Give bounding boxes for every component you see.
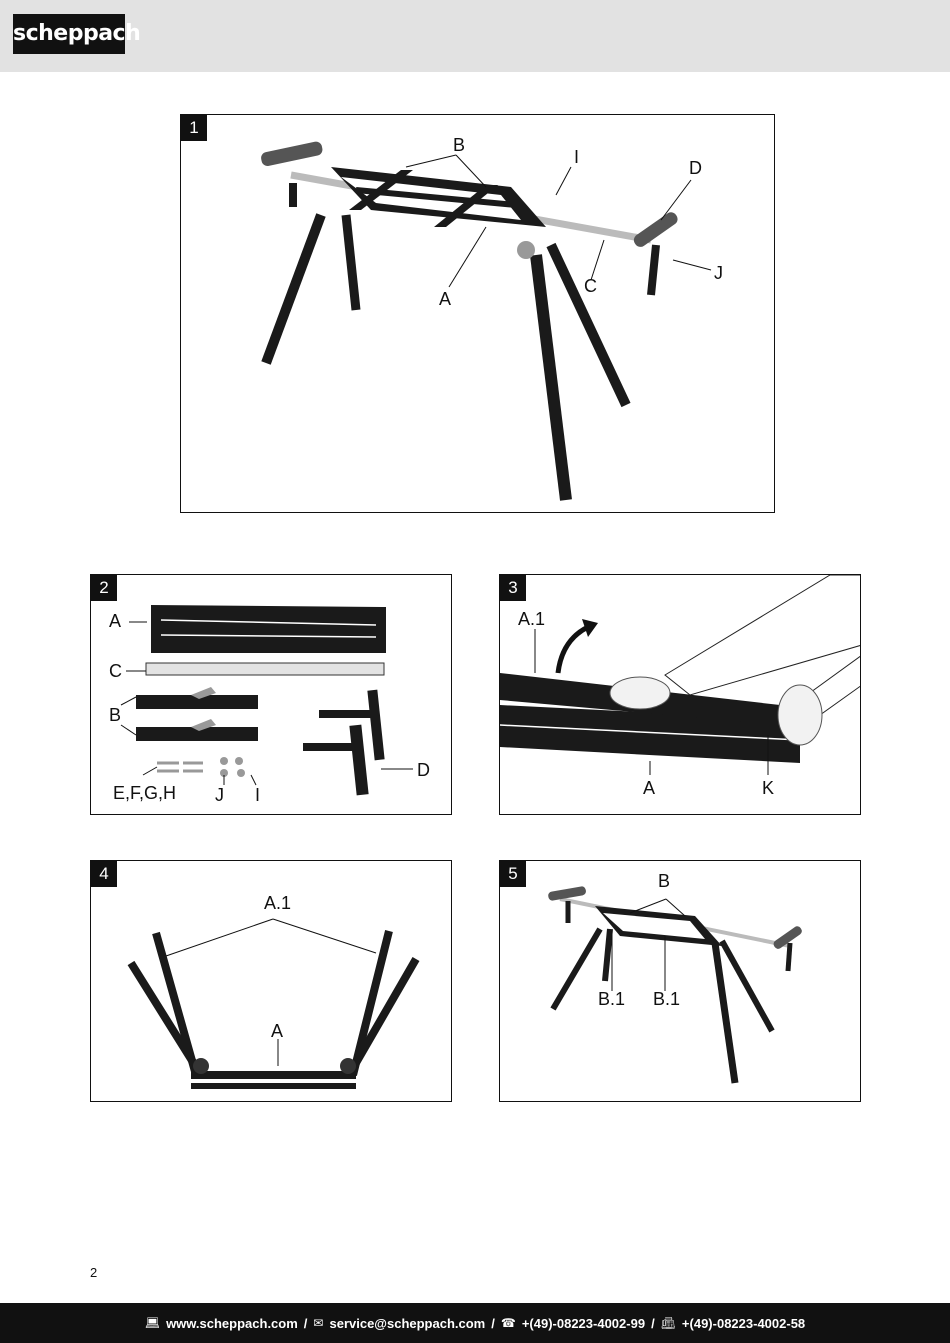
fax-icon: 📠︎	[660, 1316, 676, 1330]
unfolding-legs-illustration	[500, 575, 860, 775]
label-a: A	[271, 1021, 284, 1041]
label-j: J	[215, 785, 224, 805]
label-c: C	[109, 661, 122, 681]
label-a1: A.1	[264, 893, 292, 913]
label-d: D	[689, 158, 702, 178]
label-c: C	[584, 276, 597, 296]
label-b: B	[453, 135, 466, 155]
label-b1-right: B.1	[653, 989, 681, 1009]
figure-3: 3 A.1 A K	[499, 574, 861, 815]
label-i: I	[574, 147, 580, 167]
page-number: 2	[90, 1265, 98, 1280]
stand-assembled-illustration	[261, 141, 712, 501]
label-b: B	[109, 705, 122, 725]
footer-separator: /	[491, 1315, 495, 1331]
figure-number: 5	[500, 861, 526, 887]
footer-phone: +(49)-08223-4002-99	[521, 1315, 646, 1331]
brand-logo: scheppach	[13, 14, 141, 54]
figure-4: 4 A.1 A	[90, 860, 452, 1102]
figure-number: 2	[91, 575, 117, 601]
parts-overview-illustration	[120, 605, 413, 796]
label-b1-left: B.1	[598, 989, 626, 1009]
label-a1: A.1	[518, 609, 546, 629]
label-j: J	[714, 263, 723, 283]
footer-separator: /	[303, 1315, 308, 1331]
figure-number: 3	[500, 575, 526, 601]
envelope-icon: ✉︎	[313, 1316, 324, 1330]
footer-fax: +(49)-08223-4002-58	[681, 1315, 806, 1331]
figure-1: 1 B I D J A C	[180, 114, 775, 513]
legs-open-illustration	[127, 918, 420, 1089]
header-bar: scheppach	[0, 0, 950, 72]
footer-email[interactable]: service@scheppach.com	[329, 1315, 486, 1331]
label-efgh: E,F,G,H	[113, 783, 177, 803]
figure-2: 2 A C B D E,F,	[90, 574, 452, 815]
label-a: A	[643, 778, 656, 798]
figure-number: 4	[91, 861, 117, 887]
label-d: D	[417, 760, 430, 780]
figure-number: 1	[181, 115, 207, 141]
brackets-mounted-illustration	[548, 886, 802, 1084]
label-a: A	[109, 611, 122, 631]
footer-website[interactable]: www.scheppach.com	[166, 1315, 298, 1331]
label-a: A	[439, 289, 452, 309]
figure-5: 5 B B.1 B.1	[499, 860, 861, 1102]
computer-icon: 💻︎	[144, 1316, 161, 1330]
label-k: K	[762, 778, 775, 798]
label-i: I	[255, 785, 261, 805]
label-b: B	[658, 871, 671, 891]
footer-bar: 💻︎ www.scheppach.com / ✉︎ service@schepp…	[0, 1303, 950, 1343]
telephone-icon: ☎︎	[500, 1316, 516, 1330]
footer-separator: /	[651, 1315, 655, 1331]
